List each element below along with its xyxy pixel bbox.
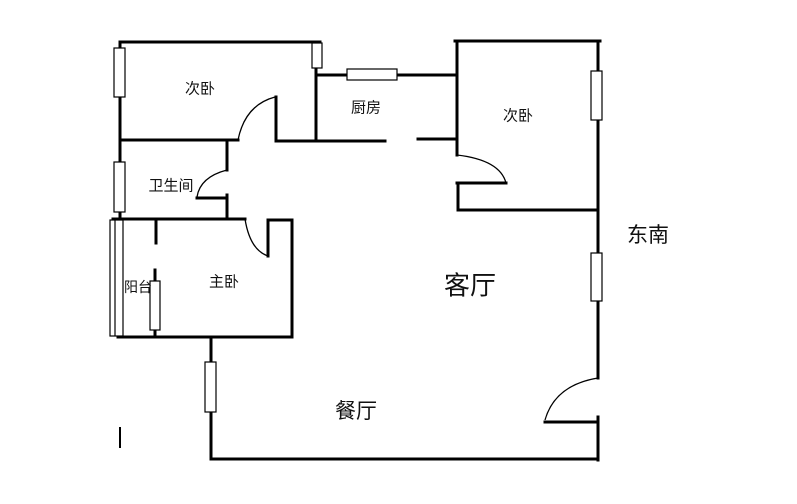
orientation-label: 东南: [627, 223, 669, 247]
room-label-master-bedroom: 主卧: [208, 272, 240, 291]
window: [204, 361, 217, 413]
door-arc: [196, 169, 228, 198]
window: [113, 47, 126, 98]
door-arc: [237, 96, 276, 141]
window: [109, 219, 124, 337]
room-label-bathroom: 卫生间: [148, 176, 194, 195]
room-label-bedroom: 次卧: [502, 106, 534, 125]
room-label-kitchen: 厨房: [350, 98, 382, 117]
room-label-bedroom: 次卧: [184, 79, 216, 98]
window: [113, 161, 126, 213]
window: [590, 252, 603, 302]
door-arc: [244, 218, 269, 257]
door-arc: [456, 154, 507, 184]
door-arc: [544, 377, 599, 421]
room-label-dining-room: 餐厅: [335, 399, 377, 423]
window: [346, 68, 398, 81]
room-label-balcony: 阳台: [124, 280, 152, 296]
window: [311, 42, 323, 69]
window: [590, 70, 603, 121]
room-label-living-room: 客厅: [443, 271, 497, 302]
window: [149, 280, 161, 331]
